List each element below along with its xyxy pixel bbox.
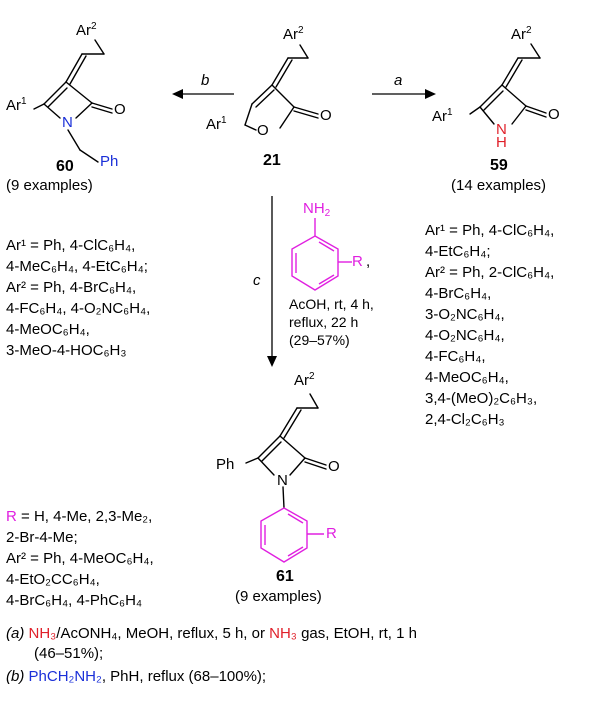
c60-examples: (9 examples) (6, 177, 93, 194)
c59-compound-number: 59 (490, 157, 508, 174)
subs59-line: 3-O₂NC₆H₄, (425, 306, 505, 323)
c59-nh-nitrogen: N (496, 121, 507, 138)
c59-ar1-label: Ar1 (432, 107, 453, 126)
c61-ar2-label: Ar2 (294, 371, 315, 390)
c59-examples: (14 examples) (451, 177, 547, 194)
c21-carbonyl-oxygen: O (320, 107, 332, 124)
subs61-line: 2-Br-4-Me; (6, 529, 78, 546)
aniline-r-label: R (352, 253, 363, 270)
structure-61 (245, 393, 327, 509)
subs60-line: 4-MeC₆H₄, 4-EtC₆H₄; (6, 258, 148, 275)
aryl-ring-61 (260, 507, 324, 563)
c59-nh-hydrogen: H (496, 134, 507, 151)
subs60-line: Ar¹ = Ph, 4-ClC₆H₄, (6, 237, 136, 254)
subs61-line: R = H, 4-Me, 2,3-Me₂, (6, 508, 153, 525)
arrow-b (172, 89, 234, 99)
condition-c-line2: reflux, 22 h (289, 314, 359, 330)
c21-ar1-label: Ar1 (206, 115, 227, 134)
footnote-b: (b) PhCH₂NH₂, PhH, reflux (68–100%); (6, 668, 267, 685)
c21-compound-number: 21 (263, 152, 281, 169)
c59-carbonyl-oxygen: O (548, 106, 560, 123)
c60-carbonyl-oxygen: O (114, 101, 126, 118)
subs60-line: 3-MeO-4-HOC₆H₃ (6, 342, 127, 359)
c61-r-label: R (326, 525, 337, 542)
footnote-a-yield: (46–51%); (34, 645, 104, 662)
c61-examples: (9 examples) (235, 588, 322, 605)
aniline-ring (291, 218, 352, 291)
structure-21 (244, 44, 319, 131)
aniline-comma: , (366, 253, 371, 270)
c60-nitrogen: N (62, 114, 73, 131)
c61-nitrogen: N (277, 472, 288, 489)
c60-phenyl-label: Ph (100, 153, 119, 170)
subs60-line: 4-FC₆H₄, 4-O₂NC₆H₄, (6, 300, 151, 317)
footnote-a: (a) NH₃/AcONH₄, MeOH, reflux, 5 h, or NH… (6, 625, 417, 642)
c21-ring-oxygen: O (257, 122, 269, 139)
subs61-line: 4-EtO₂CC₆H₄, (6, 571, 100, 588)
subs59-line: 4-O₂NC₆H₄, (425, 327, 505, 344)
c59-ar2-label: Ar2 (511, 25, 532, 44)
subs60-line: 4-MeOC₆H₄, (6, 321, 90, 338)
subs59-line: 2,4-Cl₂C₆H₃ (425, 411, 505, 428)
structure-59 (469, 43, 547, 125)
subs59-line: Ar¹ = Ph, 4-ClC₆H₄, (425, 222, 555, 239)
c60-ar1-label: Ar1 (6, 96, 27, 115)
subs61-line: 4-BrC₆H₄, 4-PhC₆H₄ (6, 592, 143, 609)
c61-carbonyl-oxygen: O (328, 458, 340, 475)
c61-phenyl-label: Ph (216, 456, 235, 473)
c61-compound-number: 61 (276, 568, 294, 585)
arrow-a (372, 89, 436, 99)
condition-c-line1: AcOH, rt, 4 h, (289, 296, 374, 312)
subs60-line: Ar² = Ph, 4-BrC₆H₄, (6, 279, 137, 296)
subs59-line: 4-MeOC₆H₄, (425, 369, 509, 386)
arrow-c-label: c (253, 272, 261, 289)
aniline-nh2-label: NH2 (303, 200, 331, 219)
condition-c-line3: (29–57%) (289, 332, 350, 348)
c60-compound-number: 60 (56, 158, 74, 175)
c60-ar2-label: Ar2 (76, 21, 97, 40)
subs59-line: 4-BrC₆H₄, (425, 285, 492, 302)
structure-60 (33, 39, 113, 163)
c21-ar2-label: Ar2 (283, 25, 304, 44)
subs59-line: 4-FC₆H₄, (425, 348, 486, 365)
arrow-b-label: b (201, 72, 210, 89)
subs59-line: 3,4-(MeO)₂C₆H₃, (425, 390, 538, 407)
subs59-line: 4-EtC₆H₄; (425, 243, 491, 260)
subs61-line: Ar² = Ph, 4-MeOC₆H₄, (6, 550, 154, 567)
arrow-a-label: a (394, 72, 403, 89)
subs59-line: Ar² = Ph, 2-ClC₆H₄, (425, 264, 555, 281)
arrow-c (267, 196, 277, 367)
